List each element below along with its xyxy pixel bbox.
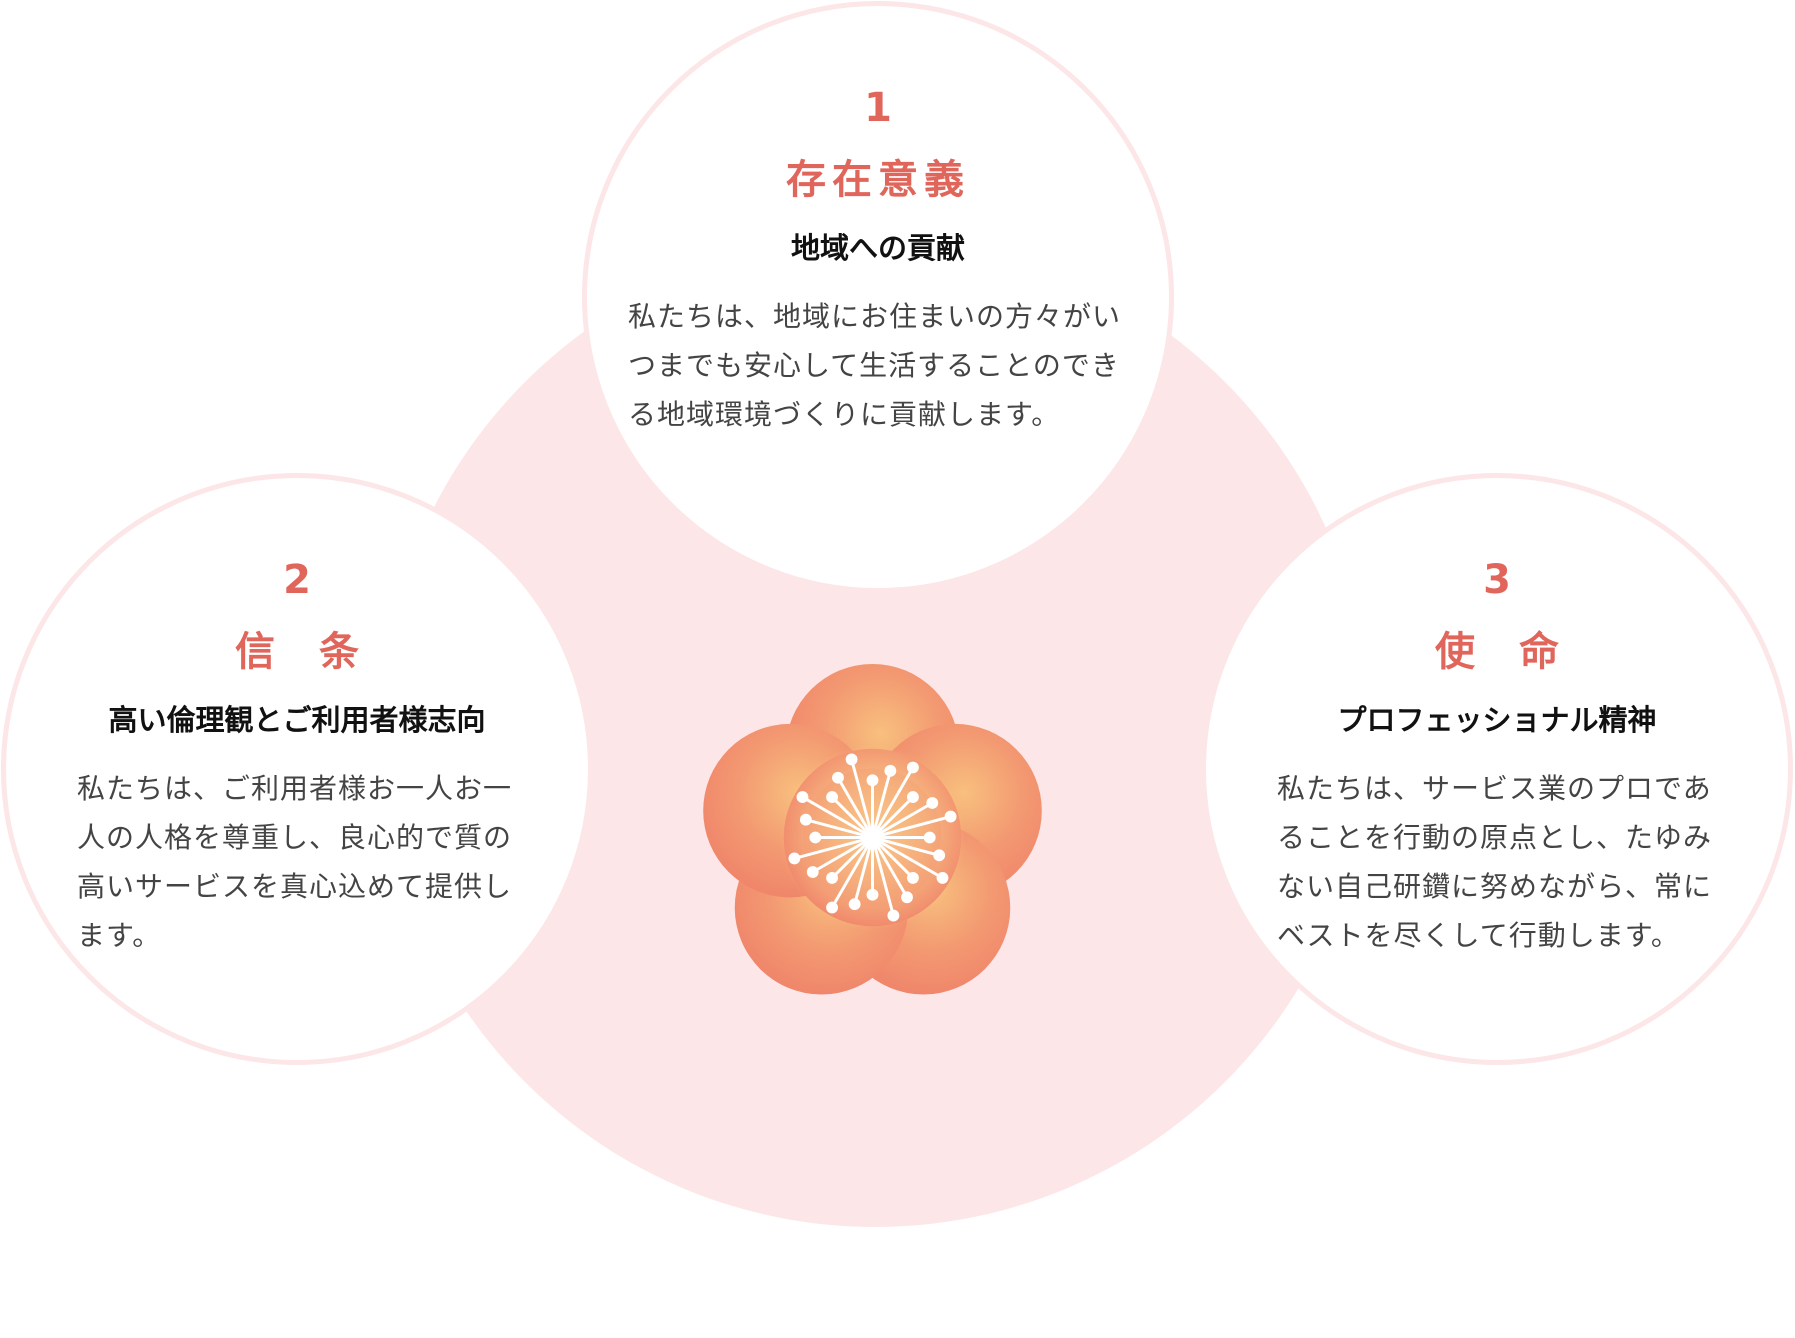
stamen-line: [830, 836, 874, 909]
card-creed: 2 信条 高い倫理観とご利用者様志向 私たちは、ご利用者様お一人お一人の人格を尊…: [1, 473, 593, 1065]
stamen-dot: [809, 831, 822, 844]
stamen-dot: [933, 849, 946, 862]
stamen-line: [871, 795, 915, 839]
card-content: 1 存在意義 地域への貢献 私たちは、地域にお住まいの方々がいつまでも安心して生…: [587, 82, 1169, 439]
stamen-line: [871, 766, 915, 839]
card-mission: 3 使命 プロフェッショナル精神 私たちは、サービス業のプロであることを行動の原…: [1201, 473, 1793, 1065]
stamen-dot: [866, 888, 879, 901]
stamen-line: [871, 836, 909, 899]
card-heading: 信条: [235, 629, 403, 675]
stamen-dot: [907, 761, 919, 774]
stamen-line: [853, 836, 874, 906]
card-number: 2: [283, 557, 311, 603]
stamen-dot: [936, 872, 949, 884]
card-number: 1: [864, 85, 892, 131]
stamen-line: [792, 836, 874, 860]
stamen-line: [871, 836, 941, 857]
stamen-line: [871, 801, 934, 839]
stamen-dot: [806, 866, 819, 878]
stamen-dot: [826, 901, 838, 914]
card-heading: 存在意義: [786, 157, 970, 203]
stamen-dot: [848, 898, 861, 911]
stamen-line: [871, 836, 915, 880]
stamen-line: [871, 815, 953, 839]
stamen-dot: [866, 774, 879, 787]
card-subtitle: 高い倫理観とご利用者様志向: [108, 703, 486, 737]
stamen-line: [871, 769, 892, 839]
stamen-dot: [944, 810, 957, 823]
stamen-line: [830, 795, 874, 839]
stamen-dot: [923, 831, 936, 844]
stamen-line: [801, 795, 874, 839]
stamen-dot: [788, 852, 801, 865]
plum-blossom-icon: [703, 663, 1042, 995]
card-body: 私たちは、ご利用者様お一人お一人の人格を尊重し、良心的で質の高いサービスを真心込…: [77, 772, 513, 952]
card-body: 私たちは、サービス業のプロであることを行動の原点とし、たゆみない自己研鑽に努めな…: [1277, 772, 1713, 952]
stamen-line: [830, 836, 874, 880]
card-purpose: 1 存在意義 地域への貢献 私たちは、地域にお住まいの方々がいつまでも安心して生…: [582, 1, 1174, 593]
stamen-dot: [901, 891, 913, 904]
card-number: 3: [1483, 557, 1511, 603]
stamen-dot: [887, 909, 900, 922]
stamen-dot: [832, 771, 844, 784]
stamen-dot: [826, 872, 838, 884]
card-subtitle: プロフェッショナル精神: [1337, 703, 1657, 737]
card-heading: 使命: [1435, 629, 1603, 675]
card-content: 2 信条 高い倫理観とご利用者様志向 私たちは、ご利用者様お一人お一人の人格を尊…: [6, 554, 588, 960]
stamen-dot: [907, 791, 919, 803]
stamen-dot: [826, 791, 838, 803]
stamen-dot: [845, 753, 858, 766]
stamen-dot: [926, 797, 939, 809]
stamen-line: [836, 776, 874, 839]
stamen-dot: [799, 813, 812, 826]
stamen-line: [811, 836, 874, 874]
stamen-line: [850, 757, 874, 839]
stamen-line: [871, 836, 944, 880]
stamen-dot: [796, 791, 809, 803]
stamen-line: [871, 836, 895, 918]
card-subtitle: 地域への貢献: [790, 231, 965, 265]
stamen-dot: [884, 764, 897, 777]
card-content: 3 使命 プロフェッショナル精神 私たちは、サービス業のプロであることを行動の原…: [1206, 554, 1788, 960]
stamen-dot: [907, 872, 919, 884]
stamen-line: [804, 818, 874, 839]
card-body: 私たちは、地域にお住まいの方々がいつまでも安心して生活することのできる地域環境づ…: [628, 300, 1122, 431]
